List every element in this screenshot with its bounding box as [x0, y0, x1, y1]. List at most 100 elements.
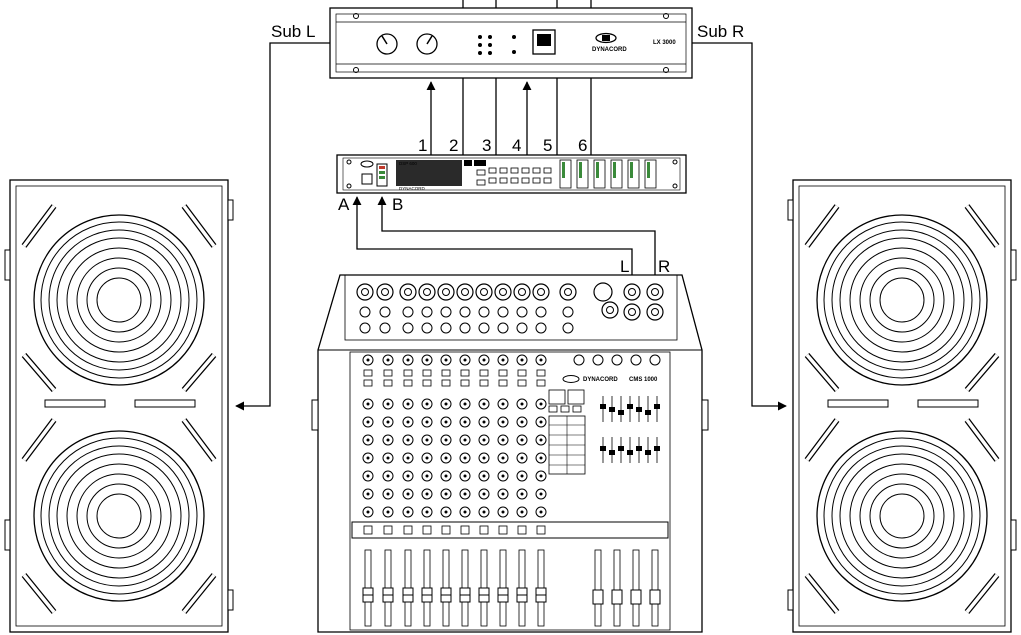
mixer-model: CMS 1000: [629, 377, 658, 383]
xlr-jack-icon: [418, 283, 436, 301]
jack-icon: [402, 306, 414, 318]
woofer-driver-upper: [816, 214, 988, 386]
output-label-3: 3: [482, 136, 491, 155]
master-fader: [613, 549, 621, 627]
speakon-jack-icon: [593, 282, 613, 302]
master-knob-icon: [611, 354, 623, 366]
xlr-jack-icon: [623, 303, 641, 321]
output-label-5: 5: [543, 136, 552, 155]
sub-right-label: Sub R: [697, 22, 744, 41]
master-knob-icon: [592, 354, 604, 366]
jack-icon: [359, 306, 371, 318]
output-label-2: 2: [449, 136, 458, 155]
eq-slider: [654, 404, 660, 409]
subwoofer-left: [4, 179, 234, 633]
fader-knob-icon: [649, 589, 661, 605]
master-fader: [594, 549, 602, 627]
xlr-jack-icon: [356, 283, 374, 301]
eq-slider: [636, 407, 642, 412]
subwoofer-right: [787, 179, 1017, 633]
jack-icon: [562, 322, 574, 334]
mixer-out-left-label: L: [620, 257, 629, 276]
mixer-to-dsp-cables: [352, 196, 656, 287]
jack-icon: [562, 306, 574, 318]
dsp-controller: DSP 600 DYNACORD: [336, 154, 687, 194]
jack-icon: [379, 306, 391, 318]
jack-icon: [459, 306, 471, 318]
jack-icon: [478, 322, 490, 334]
fader-knob-icon: [611, 589, 623, 605]
eq-slider: [645, 410, 651, 415]
jack-icon: [421, 306, 433, 318]
xlr-jack-icon: [559, 283, 577, 301]
eq-slider: [609, 450, 615, 455]
dsp-model: DSP 600: [399, 161, 417, 166]
mixer-logo-icon: [562, 375, 580, 383]
mixer-console: DYNACORD CMS 1000: [311, 274, 709, 633]
amplifier-model: LX 3000: [653, 40, 676, 46]
master-knob-icon: [630, 354, 642, 366]
sub-left-label: Sub L: [271, 22, 315, 41]
dynacord-logo-icon: [595, 32, 617, 44]
xlr-jack-icon: [494, 283, 512, 301]
xlr-jack-icon: [475, 283, 493, 301]
eq-slider: [645, 450, 651, 455]
eq-slider: [600, 446, 606, 451]
xlr-jack-icon: [623, 283, 641, 301]
xlr-jack-icon: [646, 303, 664, 321]
power-amplifier: DYNACORD LX 3000: [329, 7, 693, 79]
fader-knob-icon: [592, 589, 604, 605]
jack-icon: [402, 322, 414, 334]
jack-icon: [421, 322, 433, 334]
mixer-input-jacks: [356, 282, 664, 334]
output-meters: [559, 159, 657, 189]
xlr-jack-icon: [513, 283, 531, 301]
mixer-brand: DYNACORD: [583, 377, 618, 383]
fader-knob-icon: [630, 589, 642, 605]
jack-icon: [440, 306, 452, 318]
output-labels: 1 2 3 4 5 6: [418, 136, 587, 155]
jack-icon: [459, 322, 471, 334]
eq-slider: [627, 450, 633, 455]
eq-slider: [618, 446, 624, 451]
eq-slider: [654, 446, 660, 451]
input-b-label: B: [392, 195, 403, 214]
jack-icon: [516, 322, 528, 334]
jack-icon: [497, 322, 509, 334]
xlr-jack-icon: [532, 283, 550, 301]
dsp-display: [396, 160, 462, 186]
jack-icon: [440, 322, 452, 334]
eq-slider: [618, 410, 624, 415]
master-knob-icon: [573, 354, 585, 366]
jack-icon: [535, 306, 547, 318]
dsp-brand: DYNACORD: [399, 186, 426, 191]
jack-icon: [516, 306, 528, 318]
amp-output-cables: [462, 0, 592, 8]
xlr-jack-icon: [376, 283, 394, 301]
eq-slider: [600, 404, 606, 409]
jack-icon: [379, 322, 391, 334]
mixer-out-right-label: R: [658, 257, 670, 276]
master-fader: [651, 549, 659, 627]
eq-slider: [636, 446, 642, 451]
output-label-6: 6: [578, 136, 587, 155]
woofer-driver-lower: [816, 430, 988, 602]
dsp-output-cables: [426, 78, 592, 155]
jack-icon: [478, 306, 490, 318]
woofer-driver-lower: [33, 430, 205, 602]
sub-cables: [235, 42, 787, 411]
woofer-driver-upper: [33, 214, 205, 386]
input-a-label: A: [338, 195, 350, 214]
xlr-jack-icon: [399, 283, 417, 301]
eq-slider: [627, 404, 633, 409]
master-knob-icon: [649, 354, 661, 366]
xlr-jack-icon: [601, 301, 619, 319]
eq-slider: [609, 407, 615, 412]
xlr-jack-icon: [437, 283, 455, 301]
output-label-1: 1: [418, 136, 427, 155]
jack-icon: [535, 322, 547, 334]
xlr-jack-icon: [456, 283, 474, 301]
jack-icon: [497, 306, 509, 318]
jack-icon: [359, 322, 371, 334]
